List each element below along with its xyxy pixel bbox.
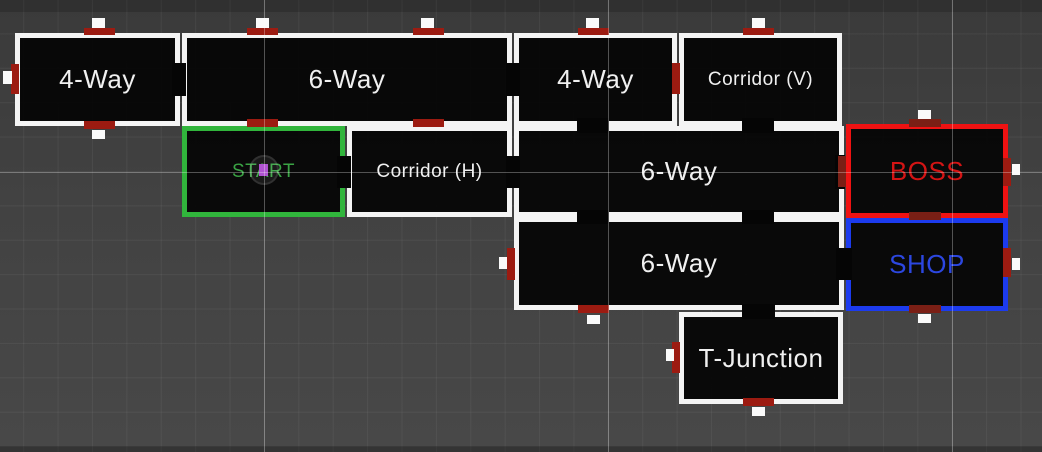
room-shop[interactable]: SHOP — [846, 218, 1008, 311]
room-corridor-v-label: Corridor (V) — [707, 68, 814, 90]
door-opening — [742, 304, 775, 319]
door-connector-marker[interactable] — [909, 119, 941, 127]
door-connector-marker[interactable] — [11, 64, 19, 94]
door-opening — [506, 156, 520, 188]
door-opening — [577, 210, 609, 224]
room-4way-1[interactable]: 4-Way — [15, 33, 180, 126]
door-connector-marker[interactable] — [1003, 248, 1011, 277]
door-connector-knob[interactable] — [918, 314, 931, 323]
door-connector-knob[interactable] — [918, 110, 931, 119]
door-connector-marker[interactable] — [84, 121, 115, 129]
door-opening — [506, 63, 520, 96]
player-spawn-marker[interactable] — [259, 164, 268, 176]
door-connector-knob[interactable] — [587, 315, 600, 324]
door-connector-marker[interactable] — [672, 342, 680, 373]
room-corridor-h-label: Corridor (H) — [376, 160, 483, 182]
room-6way-mid[interactable]: 6-Way — [514, 126, 844, 217]
room-boss[interactable]: BOSS — [846, 124, 1008, 218]
room-4way-1-label: 4-Way — [59, 64, 136, 94]
room-shop-label: SHOP — [889, 249, 965, 279]
room-tjunction-label: T-Junction — [698, 342, 824, 373]
room-4way-2[interactable]: 4-Way — [514, 33, 677, 126]
room-6way-bottom-label: 6-Way — [640, 248, 718, 278]
door-connector-marker[interactable] — [672, 63, 680, 94]
door-connector-marker[interactable] — [247, 119, 278, 127]
door-connector-marker[interactable] — [743, 28, 774, 35]
door-connector-knob[interactable] — [256, 18, 269, 28]
door-connector-marker[interactable] — [84, 28, 115, 35]
door-connector-knob[interactable] — [586, 18, 599, 28]
door-connector-knob[interactable] — [666, 349, 674, 361]
door-connector-marker[interactable] — [838, 156, 846, 187]
door-connector-marker[interactable] — [413, 119, 444, 127]
door-opening — [836, 248, 852, 280]
door-connector-knob[interactable] — [499, 257, 507, 269]
door-opening — [577, 118, 609, 133]
door-connector-knob[interactable] — [92, 18, 105, 28]
room-6way-mid-label: 6-Way — [640, 156, 718, 186]
door-opening — [742, 118, 774, 133]
room-6way-top-label: 6-Way — [308, 64, 386, 94]
door-connector-marker[interactable] — [413, 28, 444, 35]
door-connector-marker[interactable] — [743, 398, 774, 406]
room-6way-bottom[interactable]: 6-Way — [514, 217, 844, 310]
door-connector-knob[interactable] — [1012, 258, 1020, 270]
door-connector-marker[interactable] — [909, 305, 941, 313]
door-connector-knob[interactable] — [421, 18, 434, 28]
door-opening — [742, 210, 774, 224]
player-spawn-ring — [249, 155, 279, 185]
room-4way-2-label: 4-Way — [557, 64, 634, 94]
room-tjunction[interactable]: T-Junction — [679, 312, 843, 404]
room-corridor-v[interactable]: Corridor (V) — [679, 33, 842, 126]
room-corridor-h[interactable]: Corridor (H) — [347, 126, 512, 217]
door-connector-knob[interactable] — [752, 18, 765, 28]
bottom-shade-band — [0, 446, 1042, 452]
door-connector-marker[interactable] — [578, 28, 609, 35]
door-connector-marker[interactable] — [247, 28, 278, 35]
door-connector-knob[interactable] — [1012, 164, 1020, 175]
door-connector-marker[interactable] — [578, 305, 609, 313]
room-start[interactable]: START — [182, 126, 345, 217]
top-shade-band — [0, 0, 1042, 12]
door-opening — [337, 156, 351, 188]
door-connector-knob[interactable] — [92, 130, 105, 139]
door-connector-knob[interactable] — [752, 407, 765, 416]
door-opening — [172, 63, 186, 96]
room-6way-top[interactable]: 6-Way — [182, 33, 512, 126]
door-connector-marker[interactable] — [507, 248, 515, 280]
door-connector-marker[interactable] — [1003, 158, 1011, 186]
door-connector-knob[interactable] — [3, 71, 12, 84]
door-connector-marker[interactable] — [909, 212, 941, 220]
room-boss-label: BOSS — [889, 155, 965, 186]
